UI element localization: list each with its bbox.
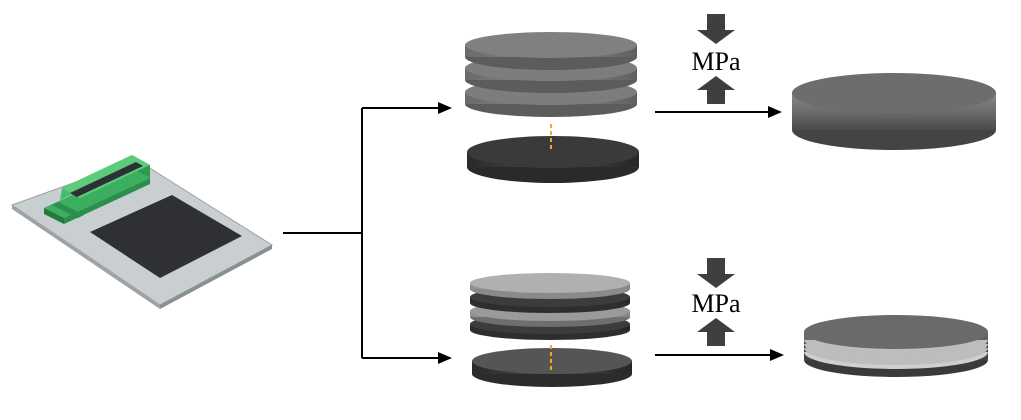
substrate-plate-edge (12, 205, 160, 309)
cast-film (90, 195, 242, 278)
top-layer-stack (465, 32, 639, 183)
substrate-plate-edge-right (160, 245, 272, 309)
disc-layer-1 (470, 273, 630, 299)
tape-casting-setup (10, 155, 273, 309)
disc-dark-base (467, 136, 639, 183)
press-bottom: MPa (655, 258, 784, 361)
press-top: MPa (655, 14, 782, 118)
down-arrow-icon (697, 258, 735, 288)
down-arrow-icon (697, 14, 735, 44)
up-arrow-icon (697, 76, 735, 104)
pressure-label-top: MPa (691, 47, 741, 76)
disc-medium-1 (465, 32, 637, 70)
laminate-result-top (792, 73, 996, 150)
laminate-result-bottom (804, 315, 988, 377)
pressure-label-bottom: MPa (691, 289, 741, 318)
bottom-layer-stack (470, 273, 632, 387)
branch-arrows (283, 102, 452, 364)
doctor-blade (44, 155, 150, 224)
up-arrow-icon (697, 318, 735, 346)
